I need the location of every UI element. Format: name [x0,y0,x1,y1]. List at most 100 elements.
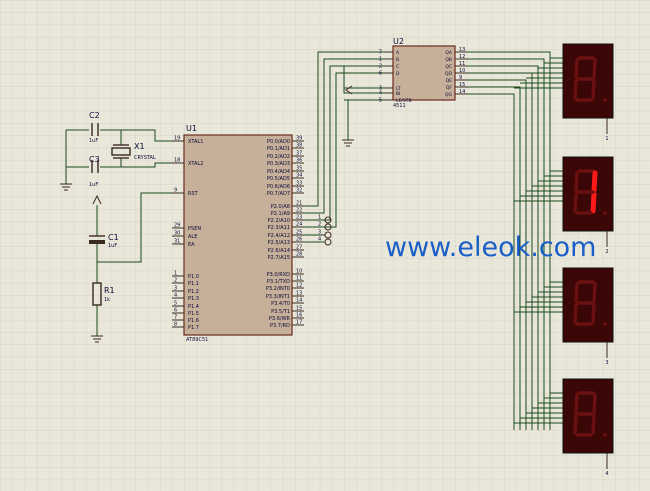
display-body [562,43,614,119]
u2-pin-number: 7 [379,50,382,56]
u1-left-pins: 19XTAL118XTAL29RST29PSEN30ALE31EA1P1.02P… [172,136,203,331]
c3-ref: C3 [89,155,100,164]
u2-ref: U2 [393,37,404,46]
u1-pin-number: 21 [296,201,302,207]
display-segment-e [573,79,578,100]
u1-pin-name: P1.7 [188,325,199,331]
display-segment-f [574,58,579,79]
c2-value: 1uF [89,138,98,144]
u1-pin-name: P1.1 [188,281,199,287]
probe-label: 3 [318,230,321,236]
u1-pin-number: 35 [296,166,302,172]
u1-pin-number: 16 [296,313,302,319]
wire [467,86,521,430]
display-segment-c [591,79,596,100]
c1-ref: C1 [108,233,119,242]
display-segment-f [574,282,579,303]
c2-ref: C2 [89,111,100,120]
x1-value: CRYSTAL [134,155,156,161]
u1-pin-number: 3 [174,286,177,292]
u1-pin-number: 15 [296,306,302,312]
u2-pin-number: 5 [379,98,382,104]
probe-terminal-icon [324,231,332,239]
u1-pin-name: P0.4/AD4 [267,169,290,175]
u1-pin-name: P2.0/A8 [271,204,290,210]
display-dp [603,211,607,215]
u1-pin-number: 11 [296,276,302,282]
display-segment-c [591,414,596,435]
display-common-label: 1 [605,136,608,142]
u2-pin-name: D [396,71,400,77]
u1-pin-name: P1.6 [188,318,199,324]
chip-u1[interactable]: U1 AT89C51 19XTAL118XTAL29RST29PSEN30ALE… [172,124,304,343]
u1-pin-name: P0.1/AD1 [267,146,290,152]
u1-pin-name: RST [188,191,199,197]
u2-pin-name: LE/STB [396,98,412,104]
u1-pin-name: P2.3/A11 [268,225,290,231]
u1-pin-name: P0.3/AD3 [267,161,290,167]
c1-value: 1uF [108,243,117,249]
u1-pin-name: P3.6/WR [269,316,291,322]
power-symbols [60,85,354,343]
u1-pin-number: 10 [296,269,302,275]
crystal-x1[interactable]: X1 CRYSTAL [111,142,156,161]
wire [467,65,539,430]
u2-pin-name: QB [445,57,452,63]
u2-pin-name: QG [445,92,453,98]
u1-pin-name: P3.3/INT1 [266,294,290,300]
u1-pin-name: P3.1/TXD [267,279,290,285]
u1-pin-number: 24 [296,222,302,228]
probe-terminal-icon [324,238,332,246]
capacitor-c3[interactable]: C3 1uF [89,155,100,188]
u1-pin-number: 33 [296,181,302,187]
wires [65,51,563,430]
probe-label: 1 [318,215,321,221]
display-segment-b [591,170,598,193]
u2-pin-name: QC [445,64,452,70]
u2-pin-name: B [396,57,399,63]
vcc-arrow-icon [345,85,353,95]
u1-pin-name: P0.6/AD6 [267,184,290,190]
u2-pin-name: LT [396,86,401,92]
u1-pin-number: 17 [296,320,302,326]
capacitor-c1[interactable]: C1 1uF [89,233,119,249]
u2-pin-name: QF [446,85,453,91]
u1-pin-name: P0.0/AD0 [267,139,290,145]
u1-pin-number: 8 [174,322,177,328]
u2-part: 4511 [393,103,406,109]
wire [343,66,385,94]
u1-pin-number: 27 [296,245,302,251]
u2-pin-name: BI [396,91,400,97]
u1-pin-name: P2.2/A10 [268,218,290,224]
u1-pin-name: P2.6/A14 [268,248,290,254]
r1-value: 1k [104,297,110,303]
u1-pin-number: 28 [296,252,302,258]
u2-pin-number: 3 [379,86,382,92]
u1-pin-number: 2 [174,278,177,284]
wire [467,93,515,430]
u2-pin-number: 10 [459,68,465,74]
u2-pin-number: 2 [379,64,382,70]
u1-pin-name: P2.1/A9 [271,211,290,217]
u1-pin-name: P1.3 [188,296,199,302]
seven-segment-display: 21 [562,156,614,255]
wire [304,51,385,207]
u1-pin-number: 34 [296,173,302,179]
u1-pin-number: 4 [174,293,177,299]
display-segment-c [590,191,597,214]
resistor-r1[interactable]: R1 1k [92,282,115,306]
c3-value: 1uF [89,182,98,188]
u1-pin-name: P0.2/AD2 [267,154,290,160]
u2-pin-name: A [396,50,400,56]
u2-pin-number: 11 [459,61,465,67]
probe-terminal-icon [324,216,332,224]
u1-pin-name: P0.5/AD5 [267,176,290,182]
capacitor-c2[interactable]: C2 1uF [89,111,100,144]
u1-pin-number: 36 [296,158,302,164]
u1-pin-name: P3.0/RXD [267,272,291,278]
u1-pin-number: 23 [296,215,302,221]
seven-segment-display: 4 [562,378,614,477]
